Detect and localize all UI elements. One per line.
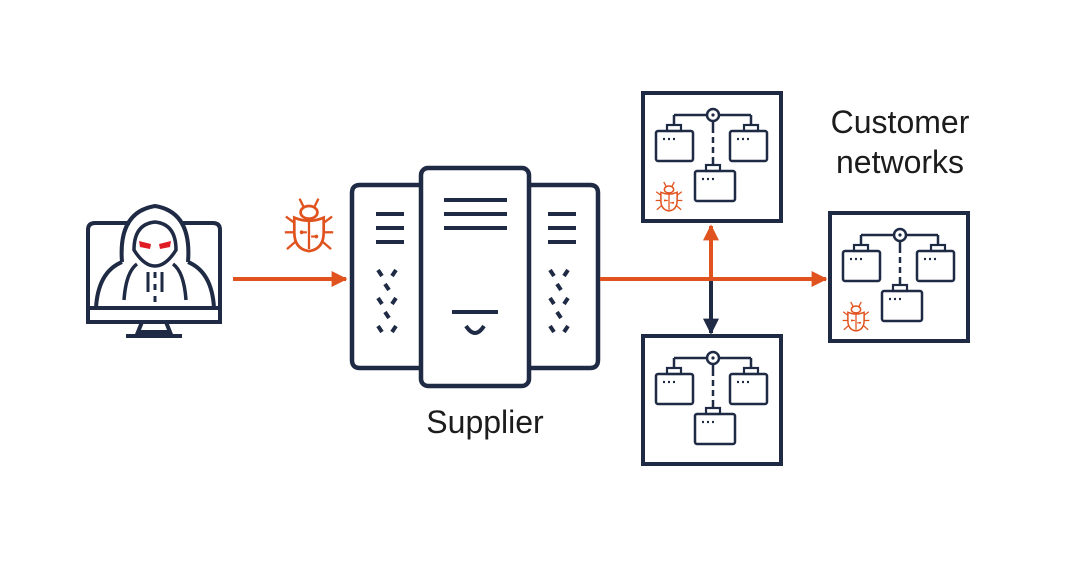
attacker-icon [86,203,222,338]
customer-network-top [641,91,783,223]
supplier-server-icon [349,165,601,389]
customer-networks-label-line2: networks [835,144,965,180]
malware-bug-icon [283,197,335,253]
customer-networks-label-line1: Customer [830,104,970,140]
customer-network-bottom [641,334,783,466]
customer-networks-label: Customer networks [810,102,990,182]
customer-network-right [828,211,970,343]
supplier-label: Supplier [426,404,544,440]
